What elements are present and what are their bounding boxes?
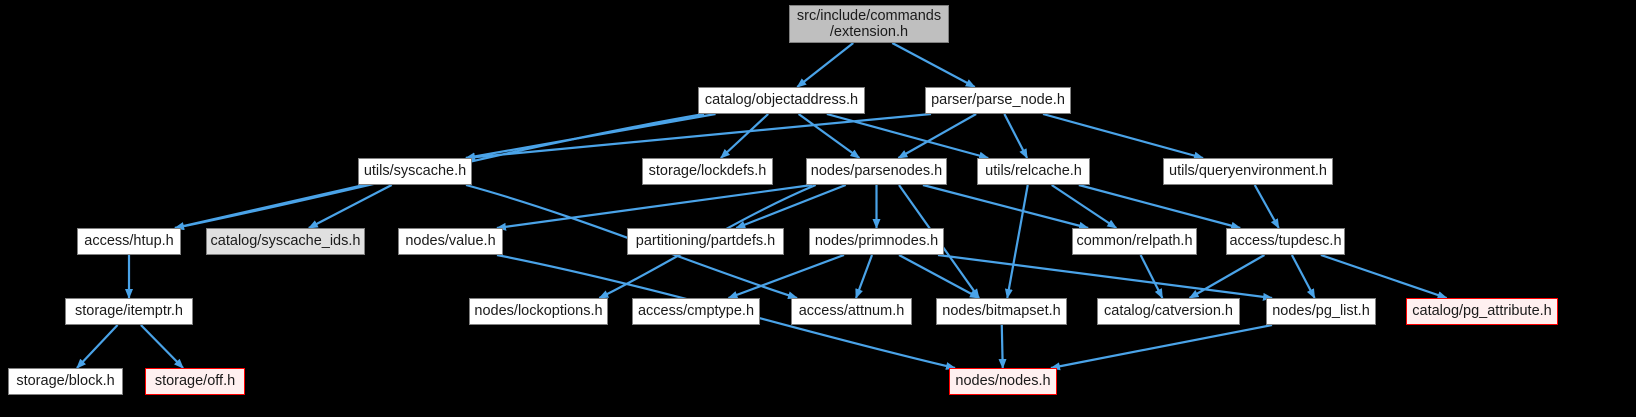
graph-node-itemptr[interactable]: storage/itemptr.h (65, 298, 193, 325)
graph-node-htup[interactable]: access/htup.h (77, 228, 181, 255)
edge-relcache-to-relpath (1051, 184, 1118, 229)
graph-node-relcache[interactable]: utils/relcache.h (977, 158, 1090, 185)
graph-node-relpath[interactable]: common/relpath.h (1072, 228, 1197, 255)
edge-tupdesc-to-pg_attribute (1320, 253, 1448, 300)
graph-node-objectaddress[interactable]: catalog/objectaddress.h (698, 87, 865, 114)
edge-primnodes-to-attnum (854, 254, 874, 299)
edge-tupdesc-to-pg_list (1290, 254, 1316, 299)
edge-tupdesc-to-catversion (1188, 254, 1265, 299)
edge-parsenodes-to-value (496, 183, 813, 231)
graph-node-block[interactable]: storage/block.h (8, 368, 123, 395)
edge-relpath-to-catversion (1139, 254, 1164, 299)
graph-node-nodes[interactable]: nodes/nodes.h (949, 368, 1057, 395)
edge-objectaddress-to-syscache (465, 112, 716, 161)
graph-node-syscache[interactable]: utils/syscache.h (358, 158, 472, 185)
edge-itemptr-to-off (140, 324, 184, 369)
graph-node-partdefs[interactable]: partitioning/partdefs.h (627, 228, 784, 255)
graph-node-lockdefs[interactable]: storage/lockdefs.h (642, 158, 773, 185)
edge-syscache-to-htup (174, 183, 365, 230)
graph-node-pg_attribute[interactable]: catalog/pg_attribute.h (1406, 298, 1558, 325)
edge-parsenodes-to-relpath (922, 183, 1090, 230)
graph-node-queryenv[interactable]: utils/queryenvironment.h (1163, 158, 1333, 185)
edge-parse_node-to-queryenvironment (1042, 112, 1204, 160)
graph-node-attnum[interactable]: access/attnum.h (791, 298, 912, 325)
graph-node-catversion[interactable]: catalog/catversion.h (1097, 298, 1240, 325)
edge-queryenv-to-tupdesc (1253, 184, 1280, 229)
edge-parse_node-to-relcache (1003, 113, 1029, 159)
edge-parsenodes-to-partdefs (735, 183, 847, 230)
edge-relcache-to-bitmapset (1004, 184, 1029, 299)
edge-primnodes-to-cmptype (727, 253, 845, 300)
graph-node-syscache_ids[interactable]: catalog/syscache_ids.h (206, 228, 365, 255)
edge-primnodes-to-pg_list (937, 253, 1273, 301)
edge-relcache-to-tupdesc (1078, 183, 1242, 230)
edge-extension-to-parse_node (891, 42, 976, 88)
graph-node-tupdesc[interactable]: access/tupdesc.h (1226, 228, 1345, 255)
edge-pg_list-to-nodes (1050, 323, 1273, 371)
edge-extension-to-objectaddress (796, 42, 854, 88)
graph-node-lockoptions[interactable]: nodes/lockoptions.h (469, 298, 608, 325)
edge-primnodes-to-bitmapset (898, 254, 980, 299)
graph-node-parse_node[interactable]: parser/parse_node.h (925, 87, 1071, 114)
graph-node-value[interactable]: nodes/value.h (398, 228, 503, 255)
edge-objectaddress-to-relcache (826, 112, 990, 160)
graph-node-primnodes[interactable]: nodes/primnodes.h (809, 228, 944, 255)
graph-node-bitmapset[interactable]: nodes/bitmapset.h (936, 298, 1067, 325)
graph-node-off[interactable]: storage/off.h (145, 368, 245, 395)
graph-node-extension[interactable]: src/include/commands /extension.h (789, 5, 949, 43)
graph-node-cmptype[interactable]: access/cmptype.h (632, 298, 760, 325)
edge-objectaddress-to-lockdefs (720, 113, 769, 159)
edge-parse_node-to-syscache (465, 112, 932, 162)
edge-syscache-to-syscache_ids (307, 184, 393, 229)
graph-node-pg_list[interactable]: nodes/pg_list.h (1266, 298, 1376, 325)
edge-itemptr-to-block (76, 324, 119, 369)
edge-objectaddress-to-parsenodes (797, 113, 861, 159)
graph-node-parsenodes[interactable]: nodes/parsenodes.h (806, 158, 947, 185)
edge-parse_node-to-parsenodes (897, 113, 977, 159)
edge-bitmapset-to-nodes (998, 324, 1007, 369)
